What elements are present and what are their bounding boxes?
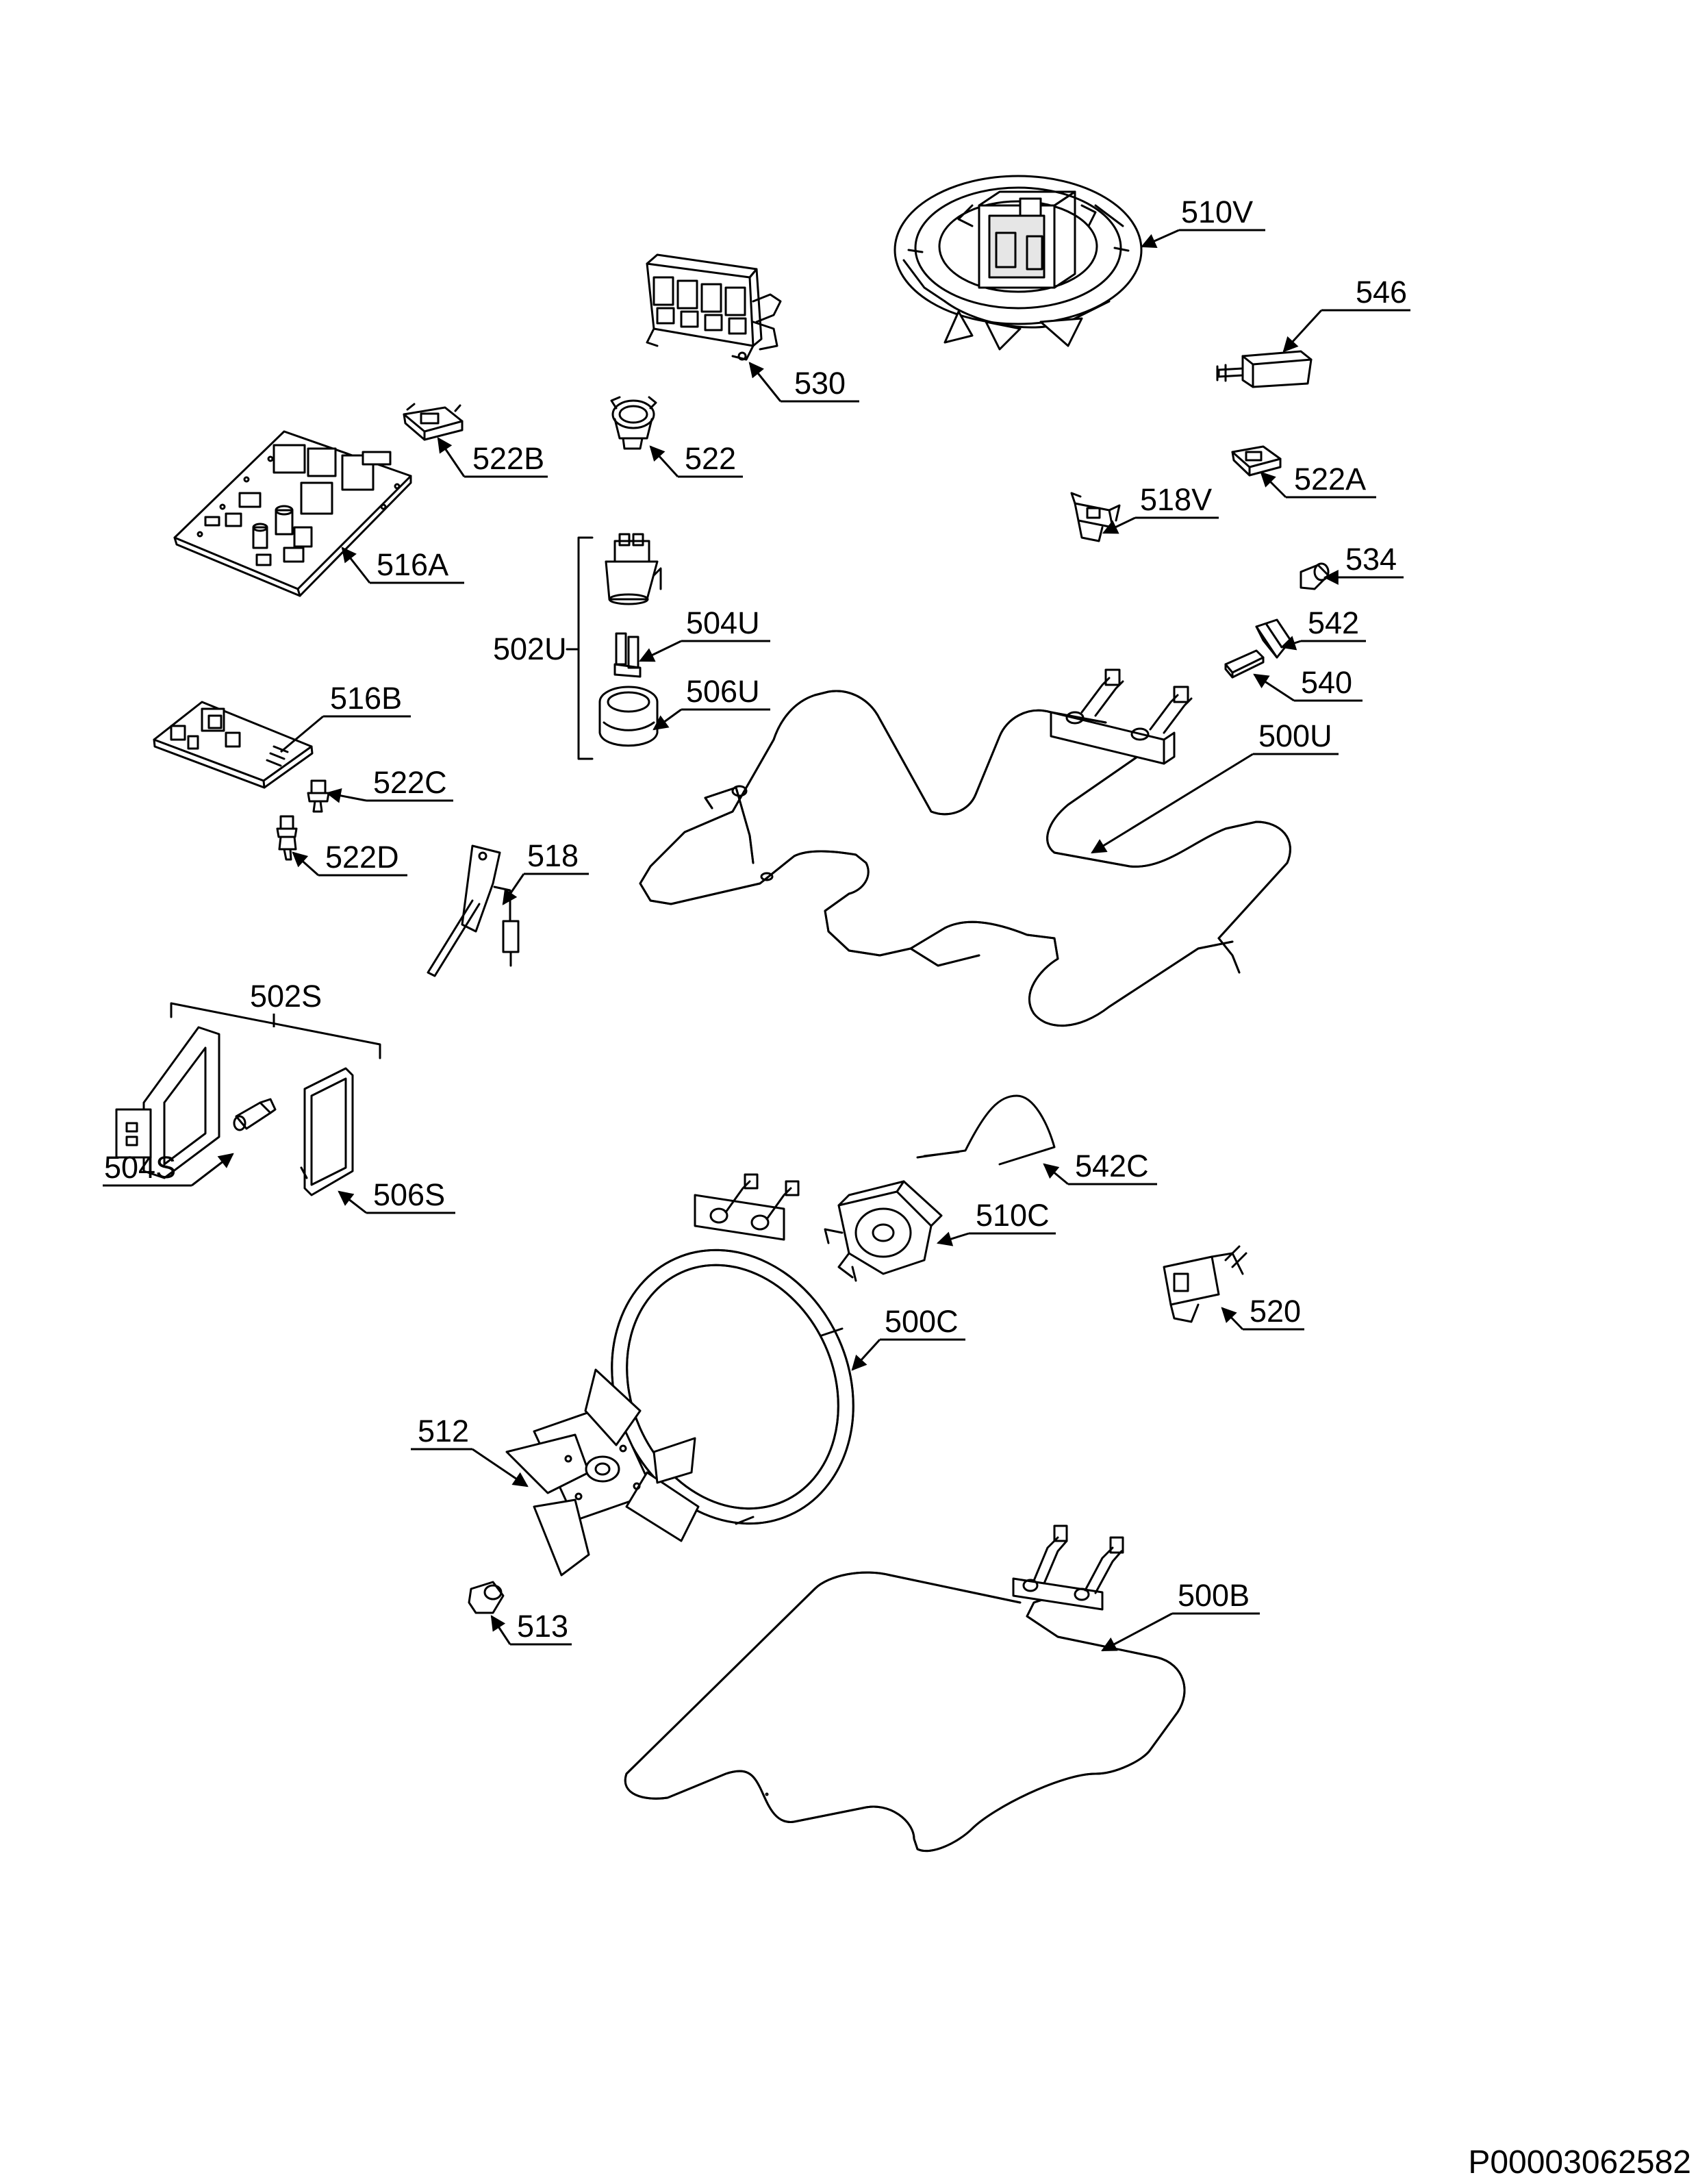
part-546: 546 <box>1282 275 1410 353</box>
part-522c: 522C <box>325 765 453 803</box>
label-520: 520 <box>1250 1294 1301 1329</box>
label-506u: 506U <box>686 674 760 709</box>
convection-fan-motor-drawing <box>824 1180 943 1282</box>
side-lamp-bracket <box>170 1002 381 1059</box>
part-500u: 500U <box>1091 718 1339 854</box>
fan-blade-drawing <box>505 1368 700 1577</box>
label-504u: 504U <box>686 605 760 640</box>
label-502s: 502S <box>250 979 322 1014</box>
part-522c-drawing <box>307 779 330 813</box>
part-534-drawing <box>1300 562 1330 590</box>
part-540-drawing <box>1224 649 1265 679</box>
label-510v: 510V <box>1181 194 1253 229</box>
part-542-drawing <box>1255 618 1292 659</box>
part-516b: 516B <box>280 681 411 753</box>
part-500c: 500C <box>851 1304 965 1371</box>
label-504s: 504S <box>104 1150 176 1185</box>
part-502s: 502S <box>250 979 322 1027</box>
label-500c: 500C <box>885 1304 959 1339</box>
part-506u: 506U <box>652 674 770 731</box>
part-518v-drawing <box>1070 492 1121 542</box>
bottom-heating-element-drawing <box>624 1524 1186 1853</box>
part-540: 540 <box>1253 665 1363 702</box>
label-516b: 516B <box>330 681 402 716</box>
label-522b: 522B <box>472 441 544 476</box>
secondary-board-drawing <box>153 701 314 789</box>
part-506s: 506S <box>338 1177 455 1214</box>
terminal-block-drawing <box>646 253 782 361</box>
label-500u: 500U <box>1258 718 1332 753</box>
label-518v: 518V <box>1140 482 1212 517</box>
part-522: 522 <box>649 441 743 478</box>
lamp-bulb-drawing <box>613 632 642 678</box>
part-502u: 502U <box>493 631 567 666</box>
label-516a: 516A <box>377 547 448 582</box>
label-522: 522 <box>685 441 736 476</box>
part-510v: 510V <box>1140 194 1265 249</box>
part-534: 534 <box>1323 542 1404 585</box>
label-502u: 502U <box>493 631 567 666</box>
part-518v: 518V <box>1102 482 1219 534</box>
part-513: 513 <box>490 1609 572 1646</box>
fan-motor-assembly-drawing <box>894 175 1143 351</box>
part-520-drawing <box>1163 1245 1247 1323</box>
part-504s: 504S <box>103 1150 234 1187</box>
part-520: 520 <box>1221 1294 1304 1331</box>
label-512: 512 <box>418 1414 469 1448</box>
label-542c: 542C <box>1075 1149 1149 1183</box>
part-510c: 510C <box>936 1198 1056 1246</box>
part-522-drawing <box>610 396 657 450</box>
part-530: 530 <box>748 362 859 403</box>
label-518: 518 <box>527 838 579 873</box>
label-522c: 522C <box>373 765 447 800</box>
label-530: 530 <box>794 366 846 401</box>
part-522b: 522B <box>437 437 548 478</box>
part-512: 512 <box>411 1414 529 1488</box>
label-522d: 522D <box>325 840 399 875</box>
part-522d: 522D <box>292 840 407 877</box>
label-500b: 500B <box>1178 1578 1250 1613</box>
part-504s-drawing <box>233 1098 277 1131</box>
part-522a-drawing <box>1231 445 1282 477</box>
part-500b: 500B <box>1101 1578 1260 1652</box>
part-542: 542 <box>1280 605 1366 651</box>
part-522b-drawing <box>403 403 464 441</box>
part-522d-drawing <box>276 815 298 861</box>
part-506s-drawing <box>300 1067 354 1196</box>
label-513: 513 <box>517 1609 568 1644</box>
part-546-drawing <box>1216 350 1313 388</box>
main-control-board-drawing <box>173 430 412 597</box>
lamp-glass-drawing <box>598 686 659 747</box>
fan-nut-drawing <box>468 1581 505 1614</box>
side-lamp-housing-drawing <box>115 1026 220 1179</box>
part-522a: 522A <box>1260 462 1376 499</box>
label-510c: 510C <box>976 1198 1050 1233</box>
top-heating-element-drawing <box>639 668 1291 1027</box>
label-506s: 506S <box>373 1177 445 1212</box>
part-504u: 504U <box>639 605 770 662</box>
label-522a: 522A <box>1294 462 1366 497</box>
label-534: 534 <box>1345 542 1397 577</box>
label-540: 540 <box>1301 665 1352 700</box>
lamp-cover-drawing <box>605 533 662 605</box>
temperature-sensor-drawing <box>427 844 520 977</box>
label-542: 542 <box>1308 605 1359 640</box>
document-id: P00003062582 <box>1468 2144 1691 2181</box>
part-518: 518 <box>502 838 589 905</box>
part-516a: 516A <box>341 547 464 584</box>
part-542c-drawing <box>916 1094 1056 1166</box>
label-546: 546 <box>1356 275 1407 310</box>
part-542c: 542C <box>1043 1149 1157 1185</box>
lamp-assembly-bracket <box>566 536 594 760</box>
